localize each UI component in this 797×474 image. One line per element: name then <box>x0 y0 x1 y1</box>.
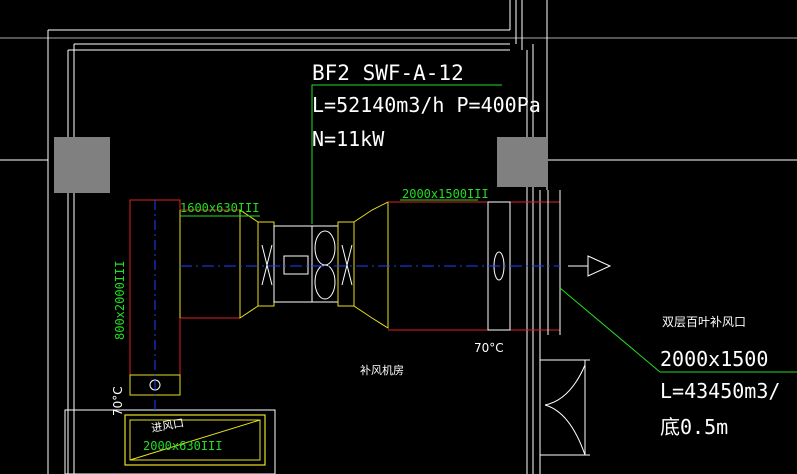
intake-box-label: 进风口 <box>150 416 185 435</box>
column-left <box>54 137 110 193</box>
duct-label-upper-right: 2000x1500III <box>402 187 489 201</box>
temperature-label-left: 70°C <box>111 386 125 416</box>
duct-label-vertical: 800x2000III <box>113 261 127 340</box>
intake-box <box>64 409 276 474</box>
louver-size: 2000x1500 <box>660 347 768 371</box>
louver-height: 底0.5m <box>660 415 728 439</box>
vertical-duct <box>129 199 181 410</box>
duct-label-upper-left: 1600x630III <box>180 201 259 215</box>
column-right <box>497 137 547 187</box>
airflow-arrow-icon <box>568 255 612 277</box>
temperature-label-right: 70°C <box>474 341 504 355</box>
duct-left-section <box>179 209 240 319</box>
fan-unit <box>239 201 389 329</box>
fan-airflow-pressure: L=52140m3/h P=400Pa <box>312 93 541 117</box>
leader-lines <box>180 84 797 373</box>
louver-airflow: L=43450m3/ <box>660 379 780 403</box>
fan-tag: BF2 SWF-A-12 <box>312 61 464 85</box>
door-swing <box>544 360 586 456</box>
duct-label-lower: 2000x630III <box>143 439 222 453</box>
fan-power: N=11kW <box>312 127 385 151</box>
louver-title: 双层百叶补风口 <box>662 315 746 329</box>
duct-right-section <box>388 190 561 335</box>
room-label: 补风机房 <box>360 363 404 377</box>
